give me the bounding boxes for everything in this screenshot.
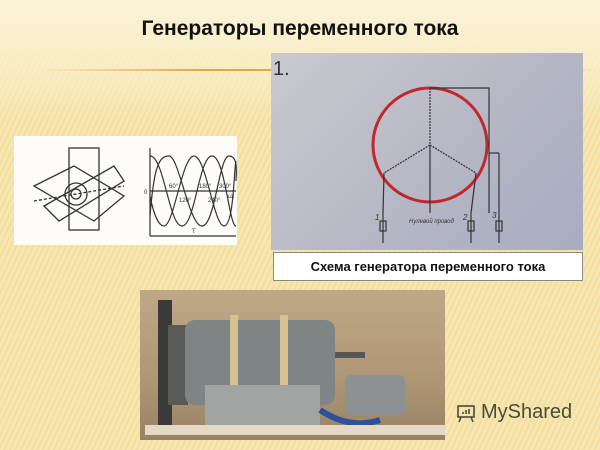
wave-label: 300° bbox=[219, 184, 232, 190]
wave-label: 240° bbox=[208, 198, 221, 204]
wave-label: 180° bbox=[199, 184, 212, 190]
neutral-wire-label: Нулевой провод bbox=[409, 218, 455, 225]
presentation-board-icon bbox=[457, 404, 475, 422]
wave-label: 0 bbox=[144, 190, 148, 196]
generator-winding-figure: 0 60° 180° 300° 120° 240° T ωt bbox=[14, 136, 238, 245]
phase-label-3: 3 bbox=[492, 211, 497, 220]
wave-label: 120° bbox=[179, 198, 192, 204]
generator-schematic-photo: 1. 1 2 3 Нулевой провод bbox=[271, 53, 583, 250]
myshared-watermark: MyShared bbox=[455, 401, 572, 424]
generator-photo bbox=[140, 290, 445, 440]
diagram-number: 1. bbox=[273, 58, 290, 80]
wave-label: T bbox=[192, 229, 196, 235]
diagram-caption: Схема генератора переменного тока bbox=[273, 252, 583, 281]
wave-label: ωt bbox=[228, 194, 235, 200]
wave-label: 60° bbox=[169, 184, 179, 190]
phase-label-2: 2 bbox=[462, 213, 468, 222]
phase-label-1: 1 bbox=[375, 213, 379, 222]
watermark-text: MyShared bbox=[481, 401, 573, 423]
slide-title: Генераторы переменного тока bbox=[141, 17, 459, 40]
